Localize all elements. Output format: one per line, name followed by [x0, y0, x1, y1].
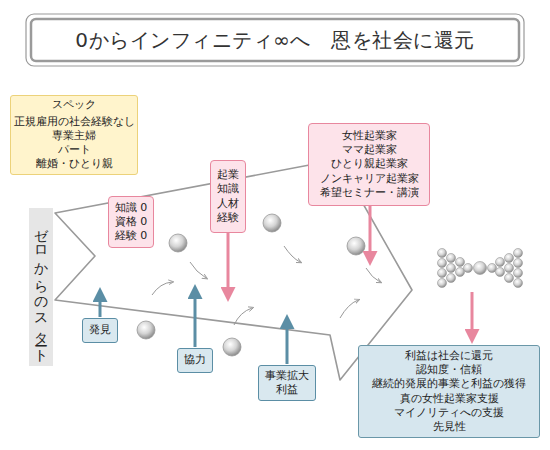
- entrepreneur-box: 女性起業家 ママ起業家 ひとり親起業家 ノンキャリア起業家 希望セミナー・講演: [308, 123, 430, 206]
- zero-box: 知識 0 資格 0 経験 0: [108, 196, 154, 248]
- small-arrow: [234, 308, 252, 325]
- box-text: 起業 知識 人材 経験: [211, 168, 245, 225]
- small-arrow: [190, 262, 206, 278]
- pink-arrow: [471, 292, 474, 338]
- small-arrow: [340, 300, 358, 318]
- small-arrow: [152, 282, 172, 295]
- startup-box: 起業 知識 人材 経験: [210, 160, 246, 233]
- action-box: 発見: [82, 318, 118, 343]
- title-frame-inner: [31, 19, 519, 61]
- box-text: 知識 0 資格 0 経験 0: [113, 201, 149, 244]
- box-text: 利益は社会に還元 認知度・信頼 継続的発展的事業と利益の獲得 真の女性起業家支援…: [359, 349, 539, 435]
- box-text: 発見: [89, 323, 111, 337]
- diamond: [169, 234, 187, 252]
- diamond: [263, 214, 281, 232]
- box-text: 協力: [184, 353, 206, 367]
- small-arrow: [284, 246, 300, 262]
- box-text: 正規雇用の社会経験なし 専業主婦 パート 離婚・ひとり親: [11, 115, 137, 172]
- blue-arrow: [194, 290, 197, 347]
- diamond-group: [137, 214, 365, 356]
- box-heading: スペック: [52, 98, 96, 112]
- title-text: 0からインフィニティ∞へ 恩を社会に還元: [30, 20, 520, 60]
- box-text: 女性起業家 ママ起業家 ひとり親起業家 ノンキャリア起業家 希望セミナー・講演: [309, 129, 429, 200]
- small-arrow: [366, 268, 380, 282]
- diamond: [347, 237, 365, 255]
- pink-arrow: [369, 206, 372, 260]
- action-box: 協力: [177, 348, 213, 373]
- pink-arrow: [227, 233, 230, 296]
- box-text: ゼロからのスタート: [32, 219, 50, 356]
- blue-arrow: [286, 320, 289, 364]
- result-box: 利益は社会に還元 認知度・信頼 継続的発展的事業と利益の獲得 真の女性起業家支援…: [358, 345, 540, 438]
- diamond: [223, 338, 241, 356]
- blue-arrow: [99, 293, 102, 317]
- diamond: [137, 321, 155, 339]
- box-text: 事業拡大 利益: [259, 369, 315, 398]
- diamond-bow: [438, 249, 523, 288]
- start-band: ゼロからのスタート: [29, 208, 53, 366]
- title-frame: [26, 14, 524, 66]
- spec-box: スペック正規雇用の社会経験なし 専業主婦 パート 離婚・ひとり親: [10, 95, 138, 175]
- action-box: 事業拡大 利益: [258, 365, 316, 401]
